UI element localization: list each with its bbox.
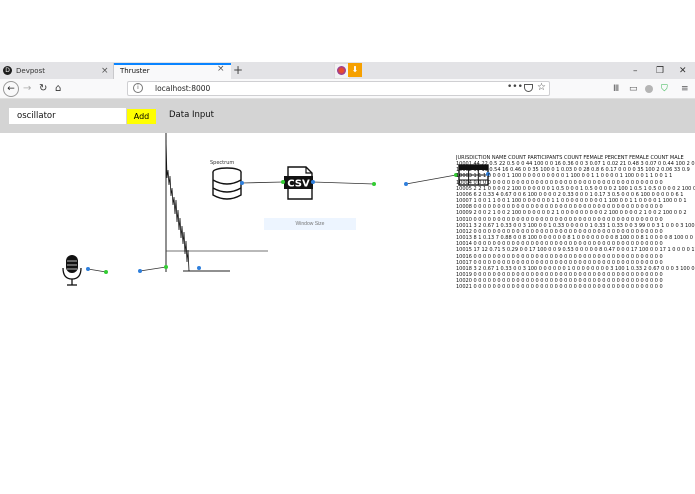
table-row: 10009 2 0 0 2 1 0 0 2 100 0 0 0 0 0 0 2 …	[456, 210, 687, 217]
input-port	[138, 269, 142, 273]
table-row: 10020 0 0 0 0 0 0 0 0 0 0 0 0 0 0 0 0 0 …	[456, 278, 663, 285]
url-bar[interactable]	[127, 81, 550, 96]
connection-wire	[87, 268, 107, 273]
reload-icon[interactable]: ↻	[39, 83, 48, 94]
table-row: 10002 35 19 0.54 16 0.46 0 0 35 100 0 1 …	[456, 167, 690, 174]
table-row: 10016 0 0 0 0 0 0 0 0 0 0 0 0 0 0 0 0 0 …	[456, 253, 663, 260]
output-port	[164, 265, 168, 269]
table-row: 10010 0 0 0 0 0 0 0 0 0 0 0 0 0 0 0 0 0 …	[456, 216, 663, 223]
devpost-favicon-icon: D	[3, 66, 12, 75]
table-row: 10008 0 0 0 0 0 0 0 0 0 0 0 0 0 0 0 0 0 …	[456, 204, 663, 211]
tab-devpost-label: Devpost	[16, 67, 45, 75]
menu-icon[interactable]: ≡	[681, 84, 689, 94]
table-header-row: JURISDICTION NAME COUNT PARTICIPANTS COU…	[456, 155, 684, 161]
tab-thruster-label: Thruster	[120, 67, 150, 75]
table-row: 10003 1 1 1 0 0 0 0 1 100 0 0 0 0 0 0 0 …	[456, 173, 673, 180]
sidebar-icon[interactable]: ▭	[629, 84, 638, 94]
window-size-input[interactable]	[264, 218, 356, 230]
svg-text:CSV: CSV	[287, 179, 310, 190]
table-row: 10012 0 0 0 0 0 0 0 0 0 0 0 0 0 0 0 0 0 …	[456, 228, 663, 235]
input-port	[486, 172, 490, 176]
close-tab-icon[interactable]: ×	[217, 64, 225, 74]
page-actions-icon[interactable]: •••	[507, 82, 523, 92]
home-icon[interactable]: ⌂	[55, 83, 62, 94]
data-input-button[interactable]: Data Input	[169, 110, 215, 120]
table-row: 10015 17 12 0.71 5 0.29 0 0 17 100 0 0 9…	[456, 247, 695, 254]
table-row: 10007 1 0 0 1 1 0 0 1 100 0 0 0 0 0 0 1 …	[456, 198, 687, 205]
restore-button[interactable]: ❐	[656, 66, 665, 76]
shield-extension-icon[interactable]: ⛉	[661, 84, 668, 94]
account-icon[interactable]	[645, 85, 653, 93]
input-port	[240, 181, 244, 185]
info-icon[interactable]: i	[133, 83, 143, 93]
tab-devpost[interactable]: Devpost ×	[0, 63, 114, 79]
table-row: 10006 6 2 0.33 4 0.67 0 0 6 100 0 0 0 0 …	[456, 191, 684, 198]
tab-thruster[interactable]: Thruster ×	[114, 63, 231, 79]
table-row: 10017 0 0 0 0 0 0 0 0 0 0 0 0 0 0 0 0 0 …	[456, 259, 663, 266]
close-tab-icon[interactable]: ×	[101, 66, 109, 76]
table-row: 10005 2 2 1 0 0 0 0 2 100 0 0 0 0 0 0 1 …	[456, 185, 695, 192]
microphone-icon[interactable]	[62, 255, 82, 286]
table-row: 10018 3 2 0.67 1 0.33 0 0 3 100 0 0 0 0 …	[456, 265, 695, 272]
forward-icon[interactable]: →	[23, 83, 32, 94]
node-canvas[interactable]: CSV	[0, 133, 695, 494]
back-icon[interactable]: ←	[3, 81, 19, 97]
library-icon[interactable]: Ⅲ	[613, 84, 620, 94]
connection-wire	[241, 181, 284, 184]
firefox-extension-icon[interactable]	[334, 63, 350, 79]
add-button[interactable]: Add	[127, 109, 156, 124]
connection-wire	[312, 181, 375, 185]
output-port	[454, 173, 458, 177]
pocket-icon[interactable]	[524, 84, 533, 92]
minimize-button[interactable]: –	[633, 66, 638, 76]
spectrum-label: Spectrum	[210, 160, 235, 166]
input-port	[404, 182, 408, 186]
table-row: 10011 3 2 0.67 1 0.33 0 0 3 100 0 0 1 0.…	[456, 222, 695, 229]
star-icon[interactable]: ☆	[537, 82, 546, 93]
table-row: 10014 0 0 0 0 0 0 0 0 0 0 0 0 0 0 0 0 0 …	[456, 241, 663, 248]
microphone-extension-icon[interactable]: ⬇	[348, 63, 362, 77]
url-text[interactable]: localhost:8000	[155, 84, 211, 93]
csv-file-icon[interactable]: CSV	[284, 166, 313, 200]
connection-wire	[405, 174, 457, 185]
table-row: 10013 8 1 0.13 7 0.88 0 0 8 100 0 0 0 0 …	[456, 235, 695, 242]
table-row: 10019 0 0 0 0 0 0 0 0 0 0 0 0 0 0 0 0 0 …	[456, 271, 663, 278]
desktop-top-strip	[0, 0, 695, 62]
module-name-input[interactable]	[9, 108, 126, 124]
close-window-button[interactable]: ✕	[679, 66, 687, 76]
table-row: 10021 0 0 0 0 0 0 0 0 0 0 0 0 0 0 0 0 0 …	[456, 284, 663, 288]
new-tab-button[interactable]: +	[233, 63, 244, 77]
input-port	[86, 267, 90, 271]
data-table-preview: JURISDICTION NAME COUNT PARTICIPANTS COU…	[456, 155, 695, 288]
table-row: 10001 44 22 0.5 22 0.5 0 0 44 100 0 0 16…	[456, 161, 695, 168]
table-row: 10004 0 0 0 0 0 0 0 0 0 0 0 0 0 0 0 0 0 …	[456, 179, 663, 186]
output-port	[104, 270, 108, 274]
output-port	[372, 182, 376, 186]
input-port	[311, 180, 315, 184]
waveform-plot[interactable]	[165, 133, 268, 272]
output-port	[281, 180, 285, 184]
input-port	[197, 266, 201, 270]
connection-wire	[139, 266, 167, 272]
database-icon[interactable]	[212, 167, 242, 200]
